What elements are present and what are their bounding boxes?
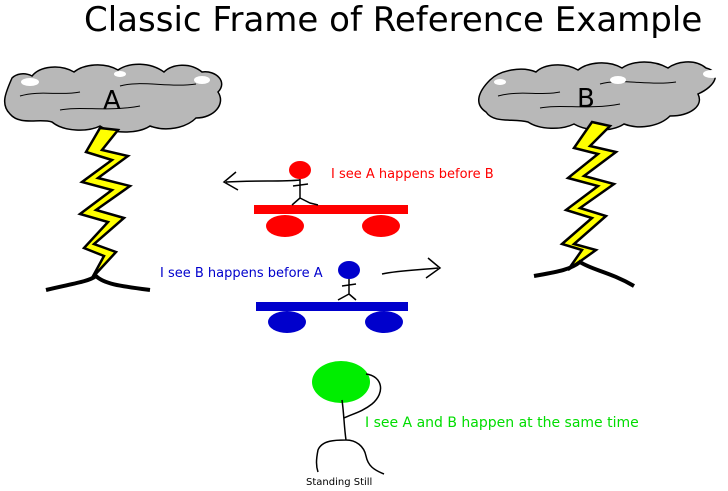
red-train-platform xyxy=(254,205,408,214)
blue-train xyxy=(256,261,408,333)
blue-train-platform xyxy=(256,302,408,311)
lightning-bolt-a xyxy=(77,126,133,279)
blue-observer-body xyxy=(337,279,357,301)
red-observer-head xyxy=(289,161,311,179)
arrow-right xyxy=(381,257,442,279)
red-observer-caption: I see A happens before B xyxy=(331,167,494,182)
stationary-observer-head xyxy=(312,361,370,403)
blue-train-wheel-left xyxy=(268,311,306,333)
bolt-a-shape xyxy=(77,126,133,279)
storm-a-label: A xyxy=(103,86,121,116)
storm-b-label: B xyxy=(577,84,595,114)
bolt-b-shape xyxy=(559,120,619,272)
red-train-wheel-right xyxy=(362,215,400,237)
page-title: Classic Frame of Reference Example xyxy=(84,0,703,40)
red-train-wheel-left xyxy=(266,215,304,237)
ground-b xyxy=(533,259,636,288)
ground-a xyxy=(45,273,151,292)
stationary-observer-caption: I see A and B happen at the same time xyxy=(365,415,639,431)
red-train xyxy=(254,161,408,237)
blue-observer-caption: I see B happens before A xyxy=(160,266,323,281)
blue-observer-head xyxy=(338,261,360,279)
standing-still-caption: Standing Still xyxy=(306,477,373,488)
red-observer-body xyxy=(291,179,319,206)
stationary-observer-body xyxy=(315,373,385,475)
stationary-observer xyxy=(312,361,385,475)
cloud-b-shape xyxy=(478,61,716,131)
lightning-bolt-b xyxy=(559,120,619,272)
blue-train-wheel-right xyxy=(365,311,403,333)
cloud-b xyxy=(478,61,721,131)
cloud-a-shape xyxy=(3,63,223,133)
arrow-left xyxy=(222,171,301,191)
cloud-a xyxy=(3,63,223,133)
